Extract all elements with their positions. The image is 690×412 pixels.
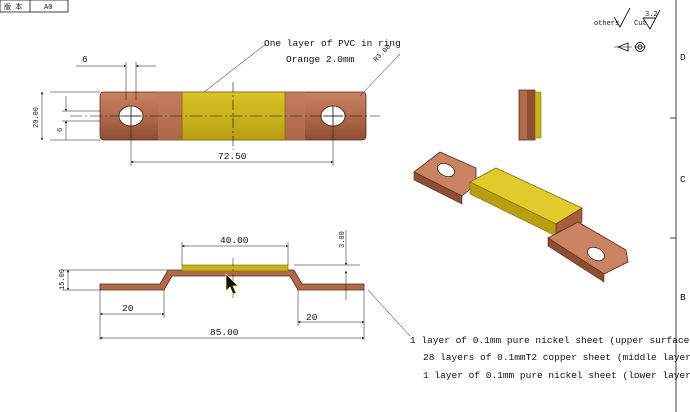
note-pvc-line2: Orange 2.0mm xyxy=(286,54,355,65)
front-view-pvc-sleeve xyxy=(181,264,289,272)
front-view: 40.00 3.00 15.00 20 20 85.00 1 layer of … xyxy=(59,230,690,381)
dim-72-50: 72.50 xyxy=(218,151,247,162)
sheet-border-right: D C B xyxy=(670,0,686,412)
dim-20-left: 20 xyxy=(122,303,134,314)
roughness-cut-label: Cut xyxy=(634,20,647,28)
dim-85: 85.00 xyxy=(210,327,239,338)
zone-letter-c: C xyxy=(680,174,686,185)
isometric-view xyxy=(413,151,629,283)
dim-6-top: 6 xyxy=(82,54,88,65)
dim-20-height: 20.00 xyxy=(33,107,41,128)
dim-6-side: 6 xyxy=(57,128,65,132)
roughness-value: 3.2 xyxy=(645,11,658,19)
title-block-value: A0 xyxy=(44,4,52,12)
end-view xyxy=(518,89,542,141)
dim-3: 3.00 xyxy=(339,231,347,248)
projection-symbol-icon xyxy=(614,42,646,52)
roughness-others-label: others xyxy=(594,20,619,28)
zone-letter-d: D xyxy=(680,52,686,63)
zone-letter-b: B xyxy=(680,292,686,303)
top-view: 6 20.00 6 72.50 R3.00 One layer of PVC i… xyxy=(33,38,401,166)
dim-15: 15.00 xyxy=(59,269,67,290)
roughness-others-icon xyxy=(613,7,631,28)
roughness-cut-icon xyxy=(642,9,661,30)
roughness-symbols: others Cut 3.2 xyxy=(594,7,661,52)
mouse-cursor-icon xyxy=(225,273,239,295)
dim-20-right: 20 xyxy=(306,312,318,323)
note-layer-2: 28 layers of 0.1mmT2 copper sheet (middl… xyxy=(423,352,690,363)
note-layer-1: 1 layer of 0.1mm pure nickel sheet (uppe… xyxy=(410,335,690,346)
title-block-label: 版 本 xyxy=(4,2,22,12)
title-block: 版 本 A0 xyxy=(0,0,69,13)
note-pvc-line1: One layer of PVC in ring xyxy=(264,38,401,49)
dim-40: 40.00 xyxy=(220,235,249,246)
note-layer-3: 1 layer of 0.1mm pure nickel sheet (lowe… xyxy=(423,370,690,381)
